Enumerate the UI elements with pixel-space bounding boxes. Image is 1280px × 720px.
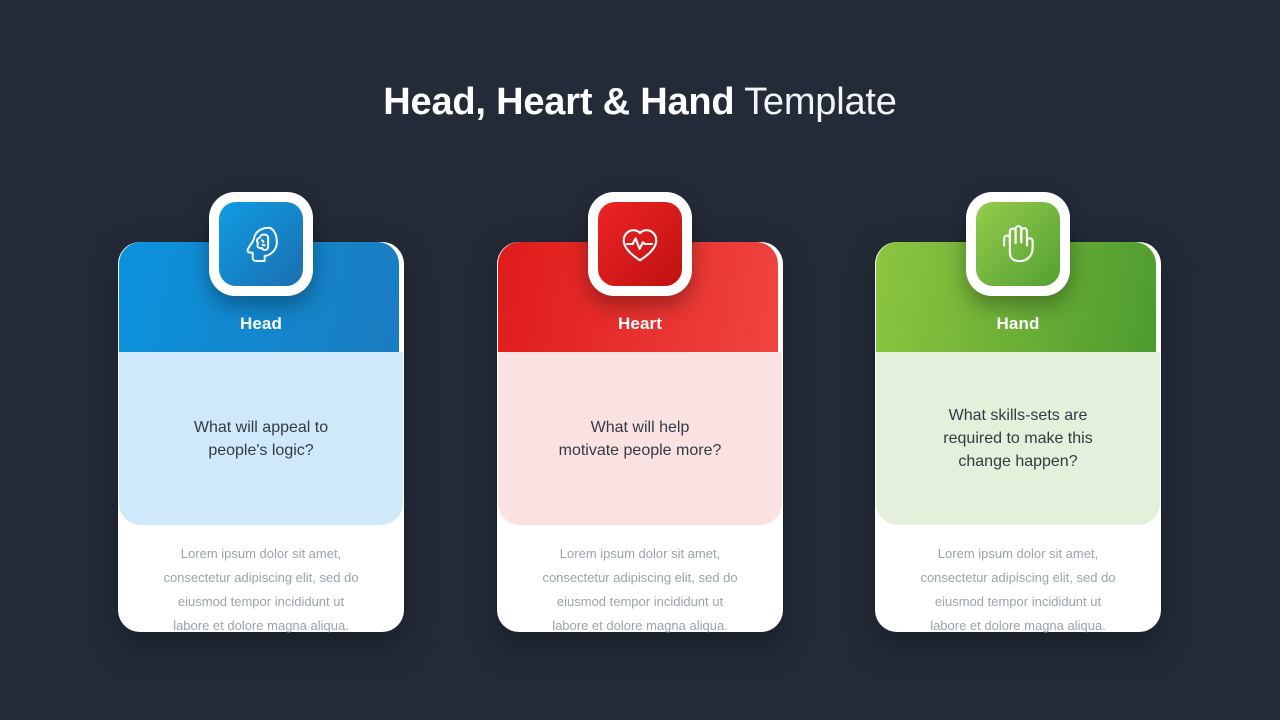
card-question: What will help motivate people more? <box>558 418 722 459</box>
card-question: What skills-sets are required to make th… <box>943 407 1093 470</box>
page-title: Head, Heart & Hand Template <box>0 78 1280 126</box>
page-title-light: Template <box>734 81 897 123</box>
icon-badge-frame <box>209 192 313 296</box>
card-title: Head <box>240 314 282 333</box>
card-title: Heart <box>618 314 662 333</box>
card-body-text: Lorem ipsum dolor sit amet, consectetur … <box>542 546 738 633</box>
card-title: Hand <box>996 314 1040 333</box>
icon-badge <box>219 202 303 286</box>
page-title-strong: Head, Heart & Hand <box>383 81 735 123</box>
icon-badge-frame <box>966 192 1070 296</box>
icon-badge <box>976 202 1060 286</box>
heart-pulse-icon <box>622 229 658 262</box>
card-question-panel <box>876 352 1160 525</box>
head-brain-icon <box>246 226 278 263</box>
card-heart[interactable]: Heart What will help motivate people mor… <box>497 192 783 633</box>
open-hand-icon <box>1003 225 1034 263</box>
card-question: What will appeal to people's logic? <box>193 418 329 459</box>
card-head[interactable]: Head What will appeal to people's logic?… <box>118 192 404 633</box>
icon-badge-frame <box>588 192 692 296</box>
card-hand[interactable]: Hand What skills-sets are required to ma… <box>875 192 1161 633</box>
cards-row: Head What will appeal to people's logic?… <box>0 186 1280 646</box>
icon-badge <box>598 202 682 286</box>
card-question-panel <box>498 352 782 525</box>
card-question-panel <box>119 352 403 525</box>
card-body-text: Lorem ipsum dolor sit amet, consectetur … <box>920 546 1116 633</box>
card-body-text: Lorem ipsum dolor sit amet, consectetur … <box>163 546 359 633</box>
